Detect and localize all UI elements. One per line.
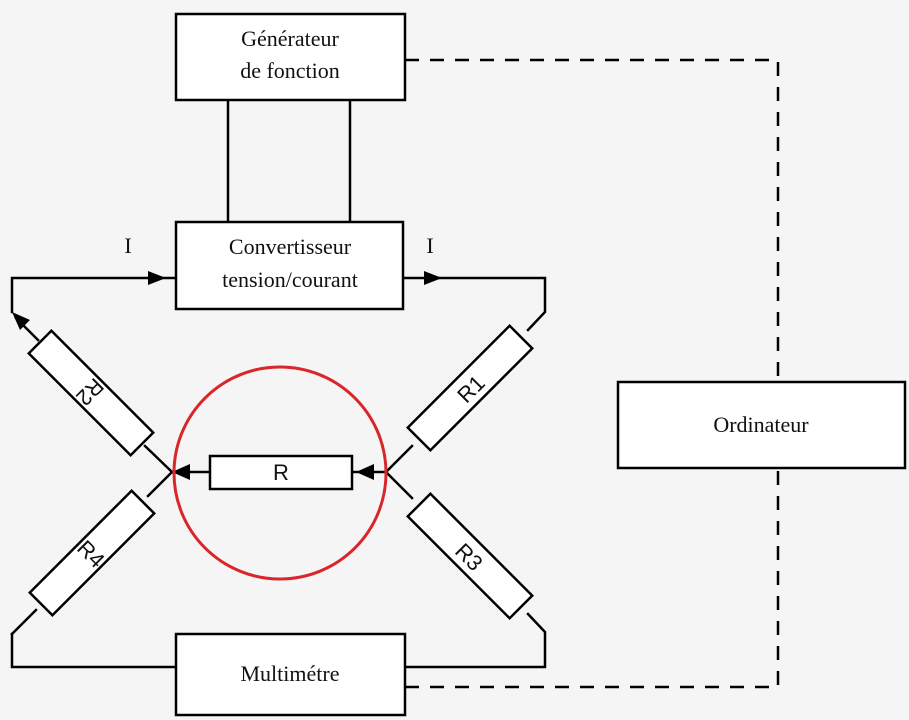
generator-box [174, 12, 407, 102]
r-label: R [273, 460, 289, 485]
r3-bottom-wire [401, 612, 547, 669]
converter-label-line2: tension/courant [222, 267, 358, 292]
multimeter-label: Multimétre [241, 661, 340, 686]
resistor-r3: R3 [406, 492, 534, 620]
current-label-left: I [124, 233, 131, 258]
resistor-r [208, 454, 354, 491]
multimeter-box [174, 632, 407, 717]
converter-right-wire [401, 276, 547, 332]
r4-wire-lower [10, 608, 38, 636]
r4-wire-upper [146, 470, 174, 498]
r4-bottom-wire [10, 632, 178, 669]
resistor-r2: R2 [27, 329, 155, 457]
resistor-r1: R1 [406, 324, 534, 452]
generator-computer-link [405, 58, 780, 380]
r1-wire-lower [384, 444, 414, 474]
current-arrow-left [148, 271, 166, 285]
r-arrow-right [356, 464, 374, 480]
r3-wire-upper [384, 470, 414, 500]
r-arrow-left [172, 464, 190, 480]
current-arrow-right [424, 271, 442, 285]
highlight-circle [172, 365, 388, 581]
generator-label-line2: de fonction [240, 58, 340, 83]
computer-box [616, 380, 907, 470]
converter-box [174, 220, 405, 311]
converter-label-line1: Convertisseur [229, 234, 352, 259]
multimeter-computer-link [405, 470, 780, 689]
current-label-right: I [426, 233, 433, 258]
r2-arrow [12, 312, 30, 330]
converter-left-wire [10, 276, 178, 314]
computer-label: Ordinateur [713, 412, 809, 437]
resistor-r4: R4 [28, 489, 156, 617]
r2-wire-lower [143, 444, 174, 474]
generator-label-line1: Générateur [241, 26, 339, 51]
